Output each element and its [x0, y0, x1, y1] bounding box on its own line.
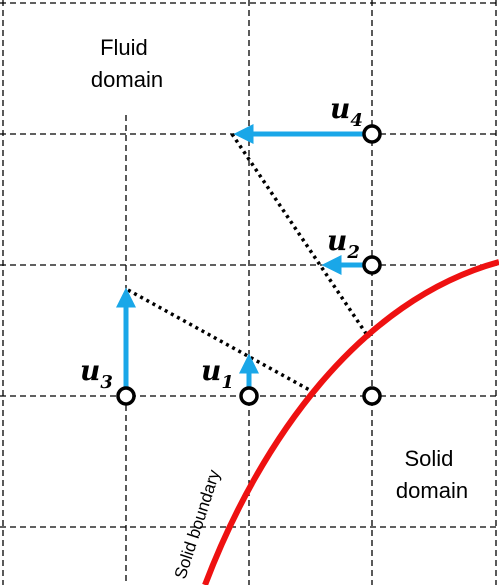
interpolation-lines [127, 133, 371, 395]
velocity-arrows [116, 124, 366, 391]
node-solid [362, 386, 382, 406]
velocity-label-u1: u1 [201, 354, 234, 393]
interpolation-line-upper [230, 133, 371, 339]
solid-boundary-curve [202, 259, 499, 585]
fluid-domain-label: Fluid domain [91, 35, 163, 92]
velocity-label-u4: u4 [330, 92, 363, 131]
velocity-label-u3: u3 [80, 354, 113, 393]
node-u3 [116, 386, 136, 406]
node-u2 [362, 255, 382, 275]
fluid-domain-label-line2: domain [91, 67, 163, 92]
fluid-domain-label-line1: Fluid [100, 35, 148, 60]
solid-domain-label-line1: Solid [404, 446, 453, 471]
nodes [116, 124, 382, 406]
solid-domain-label-line2: domain [396, 478, 468, 503]
node-u1 [239, 386, 259, 406]
solid-domain-label: Solid domain [396, 446, 468, 503]
interpolation-line-lower [127, 288, 316, 395]
velocity-label-u2: u2 [327, 224, 360, 263]
node-u4 [362, 124, 382, 144]
